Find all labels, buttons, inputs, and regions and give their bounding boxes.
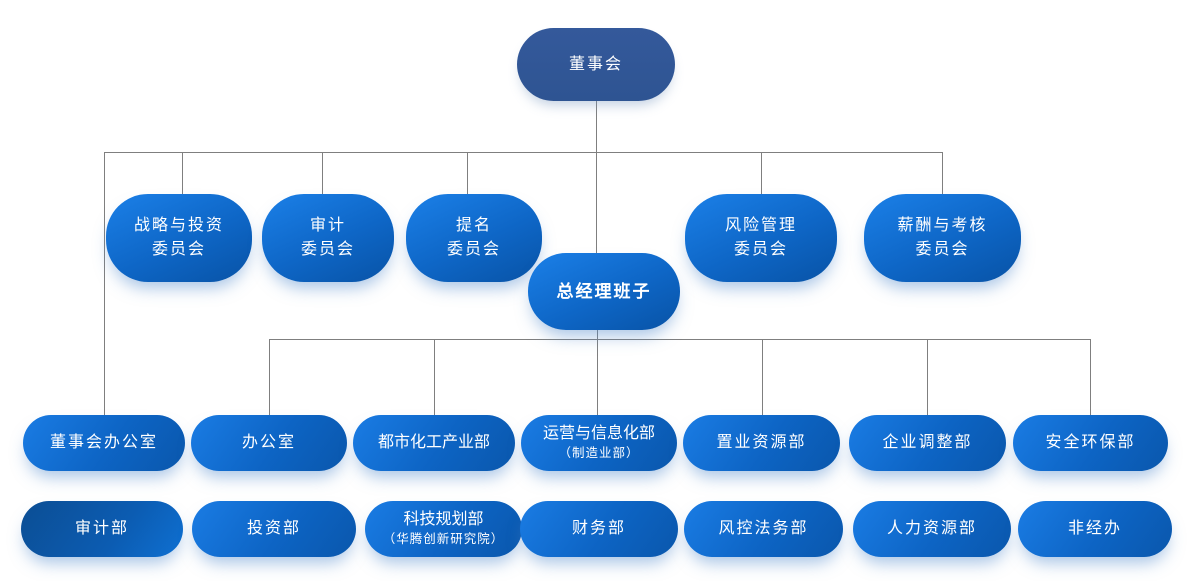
node-dept-enterprise-adjustment: 企业调整部 bbox=[849, 415, 1006, 471]
node-dept-investment: 投资部 bbox=[192, 501, 356, 557]
node-label: 运营与信息化部 bbox=[542, 425, 655, 442]
node-committee-strategy: 战略与投资 委员会 bbox=[106, 194, 252, 282]
node-label: 科技规划部 bbox=[403, 511, 484, 528]
node-label: 办公室 bbox=[241, 434, 296, 451]
node-committee-nomination: 提名 委员会 bbox=[406, 194, 542, 282]
node-dept-operations-it: 运营与信息化部 （制造业部） bbox=[521, 415, 677, 471]
node-dept-human-resources: 人力资源部 bbox=[853, 501, 1011, 557]
connector-drop-nomination bbox=[467, 152, 468, 195]
node-sublabel: （制造业部） bbox=[558, 446, 640, 460]
connector-drop-urban-chem bbox=[434, 339, 435, 415]
connector-drop-safety bbox=[1090, 339, 1091, 415]
node-label: 审计部 bbox=[74, 520, 129, 537]
connector-drop-operations bbox=[597, 330, 598, 415]
node-label: 风控法务部 bbox=[718, 520, 809, 537]
node-label: 委员会 bbox=[300, 241, 355, 258]
node-dept-risk-legal: 风控法务部 bbox=[684, 501, 843, 557]
node-label: 委员会 bbox=[446, 241, 501, 258]
connector-drop-strategy bbox=[182, 152, 183, 195]
connector-board-hline bbox=[104, 152, 943, 153]
connector-drop-property bbox=[762, 339, 763, 415]
node-label: 战略与投资 bbox=[133, 217, 224, 234]
node-label: 风险管理 bbox=[724, 217, 797, 234]
node-dept-office: 办公室 bbox=[191, 415, 347, 471]
node-committee-risk: 风险管理 委员会 bbox=[685, 194, 837, 282]
connector-board-drop bbox=[596, 101, 597, 152]
node-committee-compensation: 薪酬与考核 委员会 bbox=[864, 194, 1021, 282]
node-label: 薪酬与考核 bbox=[897, 217, 988, 234]
node-label: 都市化工产业部 bbox=[377, 434, 490, 451]
node-dept-board-office: 董事会办公室 bbox=[23, 415, 185, 471]
connector-drop-audit-committee bbox=[322, 152, 323, 195]
node-label: 审计 bbox=[309, 217, 346, 234]
node-label: 董事会 bbox=[568, 55, 623, 73]
node-dept-safety-environment: 安全环保部 bbox=[1013, 415, 1168, 471]
node-label: 委员会 bbox=[733, 241, 788, 258]
node-dept-audit: 审计部 bbox=[21, 501, 183, 557]
node-label: 财务部 bbox=[571, 520, 626, 537]
node-label: 置业资源部 bbox=[716, 434, 807, 451]
node-label: 委员会 bbox=[151, 241, 206, 258]
node-label: 安全环保部 bbox=[1045, 434, 1136, 451]
node-dept-tech-planning: 科技规划部 （华腾创新研究院） bbox=[365, 501, 522, 557]
node-label: 委员会 bbox=[915, 241, 970, 258]
node-dept-finance: 财务部 bbox=[520, 501, 678, 557]
connector-drop-risk bbox=[761, 152, 762, 195]
node-board: 董事会 bbox=[517, 28, 675, 101]
node-sublabel: （华腾创新研究院） bbox=[382, 532, 505, 546]
connector-drop-adjustment bbox=[927, 339, 928, 415]
node-gm-team: 总经理班子 bbox=[528, 253, 680, 330]
connector-drop-board-office bbox=[104, 152, 105, 415]
node-label: 非经办 bbox=[1067, 520, 1122, 537]
node-label: 董事会办公室 bbox=[49, 434, 158, 451]
node-label: 企业调整部 bbox=[882, 434, 973, 451]
connector-gm-hline bbox=[269, 339, 1091, 340]
node-dept-property-resources: 置业资源部 bbox=[683, 415, 840, 471]
node-label: 总经理班子 bbox=[556, 281, 652, 301]
node-dept-non-operating: 非经办 bbox=[1018, 501, 1172, 557]
node-label: 人力资源部 bbox=[886, 520, 977, 537]
connector-drop-office bbox=[269, 339, 270, 415]
connector-drop-compensation bbox=[942, 152, 943, 195]
node-label: 提名 bbox=[455, 217, 492, 234]
node-label: 投资部 bbox=[246, 520, 301, 537]
connector-drop-gm bbox=[596, 152, 597, 253]
node-dept-urban-chemical: 都市化工产业部 bbox=[353, 415, 515, 471]
node-committee-audit: 审计 委员会 bbox=[262, 194, 394, 282]
